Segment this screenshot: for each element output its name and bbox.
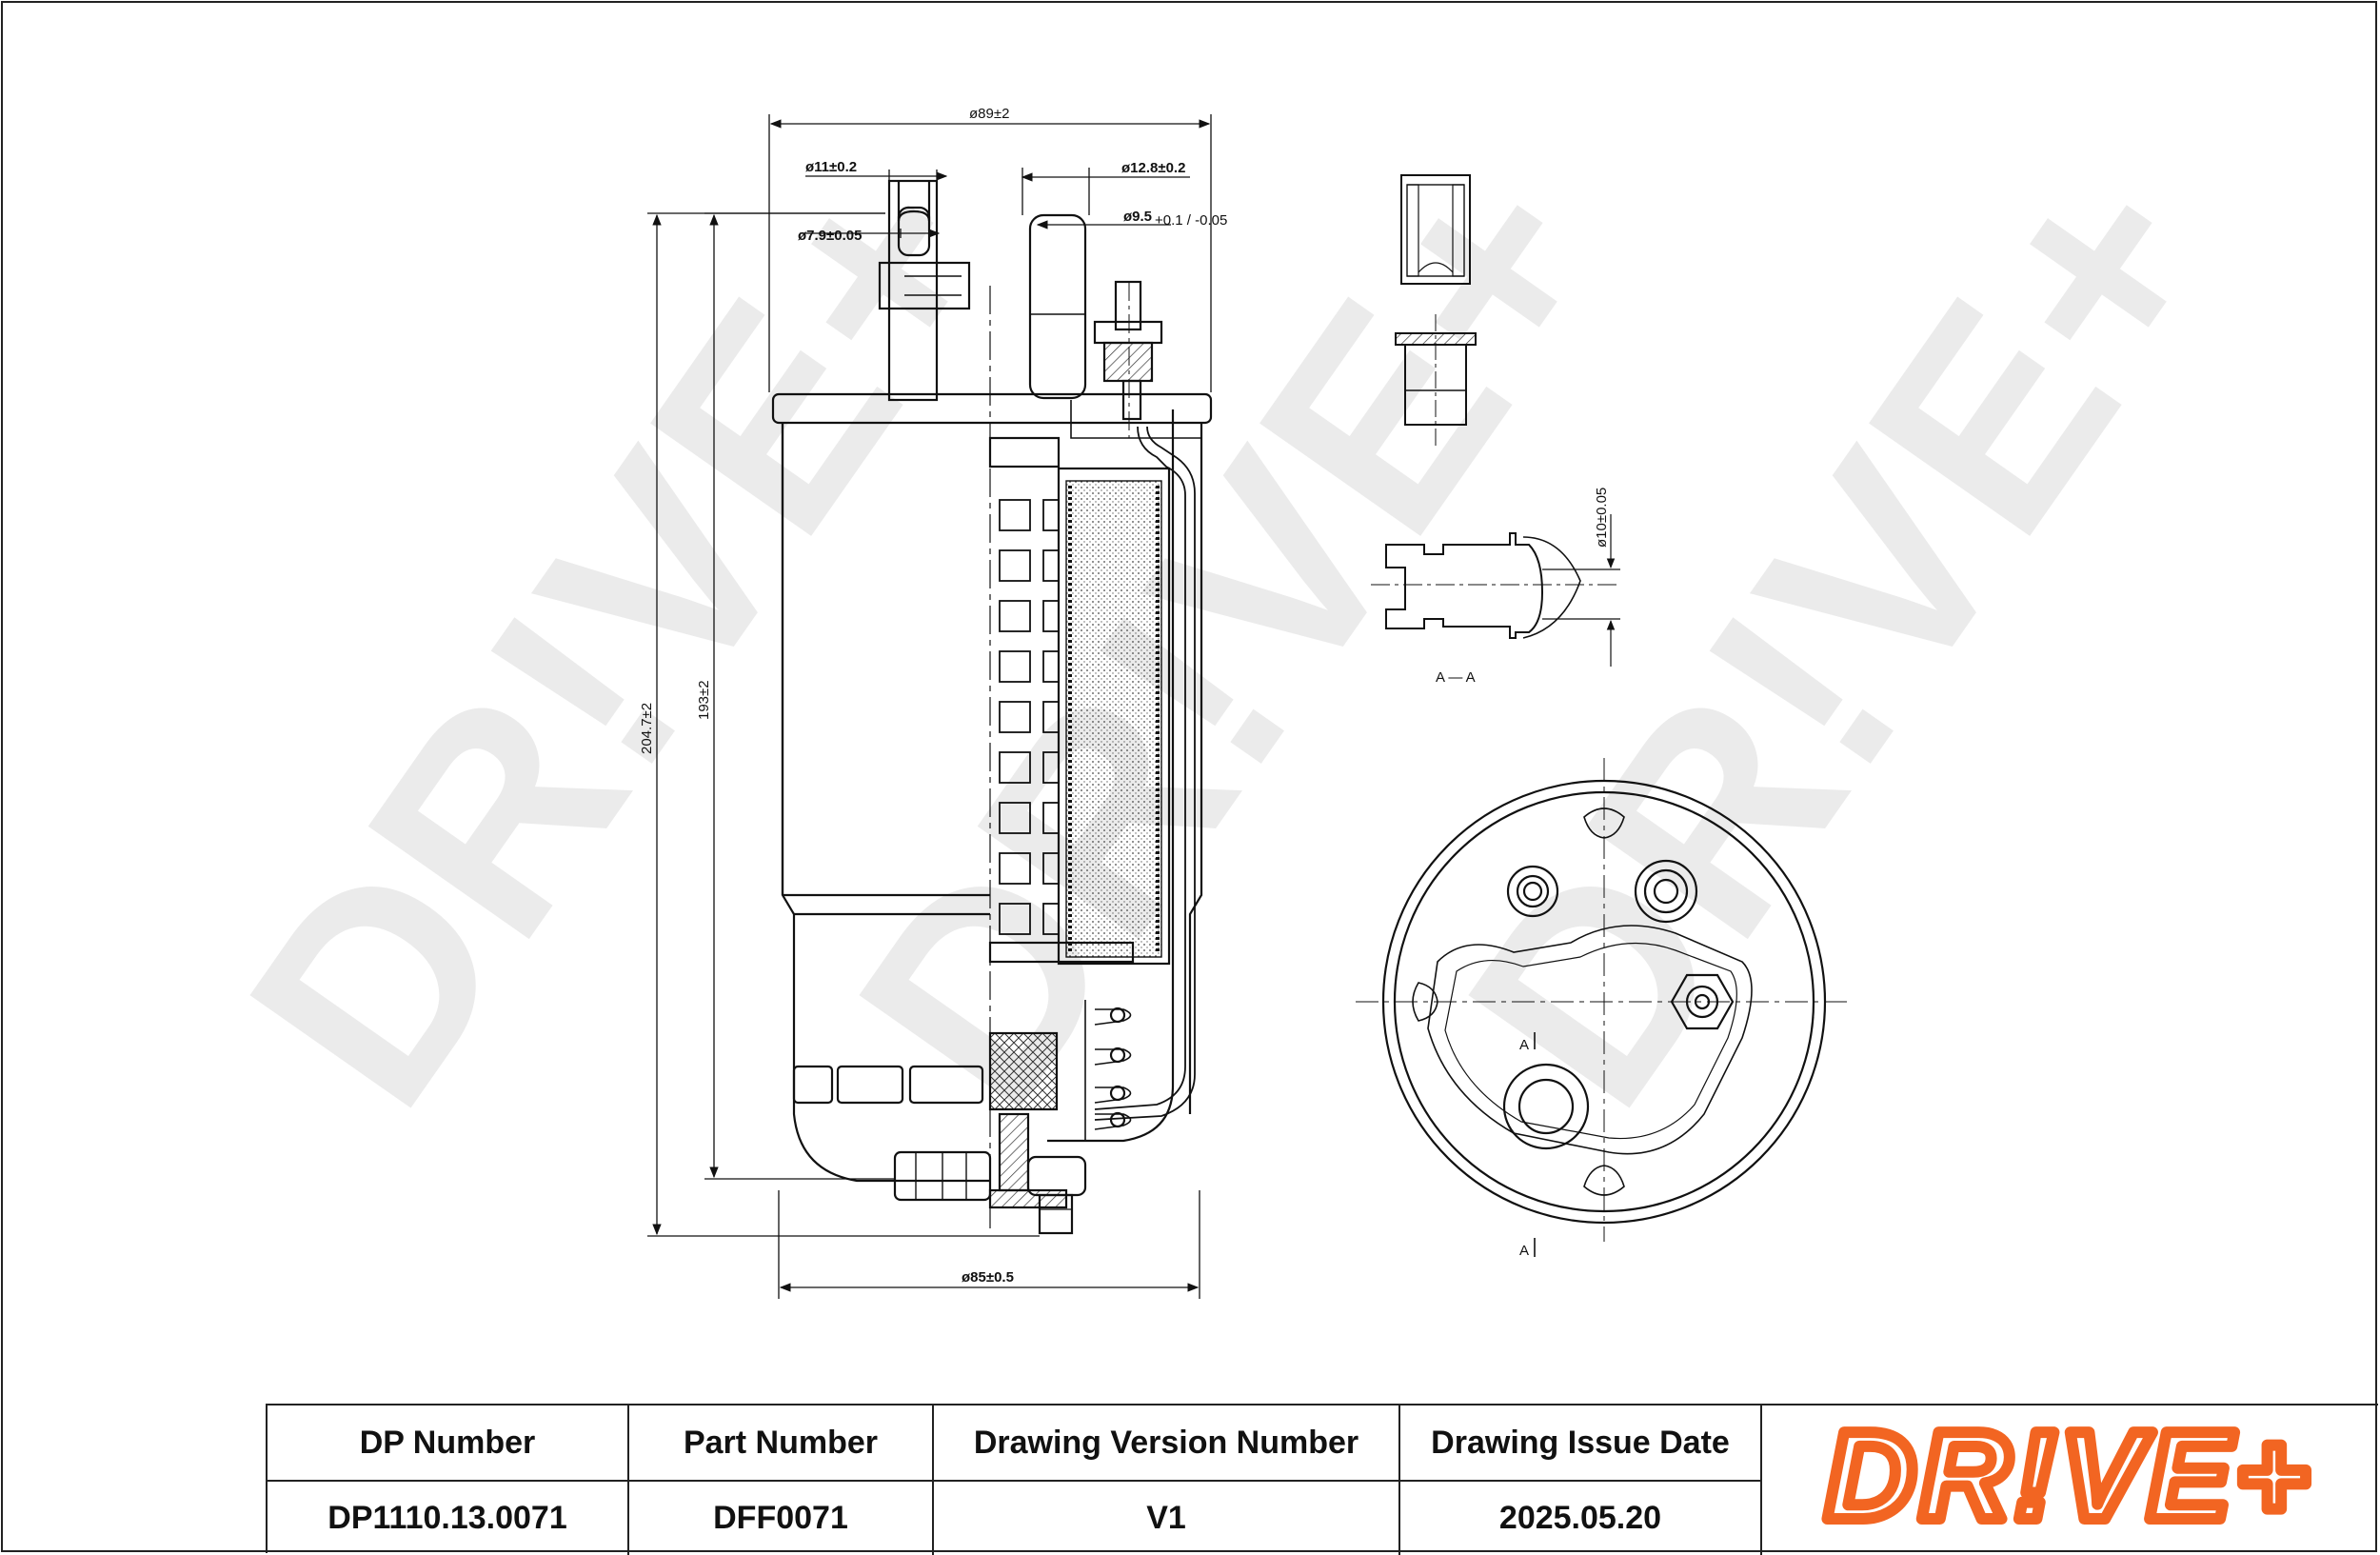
- dim-base-diameter: ø85±0.5: [962, 1269, 1014, 1286]
- logo-graphic: DR!VE+: [1819, 1412, 2314, 1545]
- dim-body-height: 193±2: [696, 680, 712, 720]
- dim-outlet-inner-tol: +0.1 / -0.05: [1155, 212, 1227, 229]
- part-number-header: Part Number: [629, 1405, 934, 1482]
- section-label: A — A: [1436, 669, 1476, 686]
- dim-outlet-outer: ø12.8±0.2: [1121, 160, 1185, 176]
- issue-date-header: Drawing Issue Date: [1400, 1405, 1762, 1482]
- section-marker-top: A: [1519, 1037, 1529, 1053]
- version-value: V1: [934, 1482, 1400, 1555]
- dim-inlet-inner: ø7.9±0.05: [798, 228, 862, 244]
- part-number-value: DFF0071: [629, 1482, 934, 1555]
- watermark: DR!VE+ DR!VE+ DR!VE+: [188, 110, 2273, 1159]
- filter-bottom-view: [1356, 758, 1851, 1257]
- version-header: Drawing Version Number: [934, 1405, 1400, 1482]
- dim-total-height: 204.7±2: [639, 703, 655, 754]
- dim-inlet-outer: ø11±0.2: [805, 159, 857, 175]
- dim-outer-diameter: ø89±2: [969, 106, 1009, 122]
- brand-logo: DR!VE+: [1759, 1404, 2378, 1553]
- dp-number-header: DP Number: [268, 1405, 629, 1482]
- section-a-a-view: [1371, 514, 1620, 667]
- title-block: DP Number Part Number Drawing Version Nu…: [266, 1404, 2378, 1555]
- dimension-lines: [647, 114, 1212, 1299]
- issue-date-value: 2025.05.20: [1400, 1482, 1762, 1555]
- section-marker-bottom: A: [1519, 1243, 1529, 1259]
- dp-number-value: DP1110.13.0071: [268, 1482, 629, 1555]
- dim-connector-diameter: ø10±0.05: [1594, 488, 1610, 548]
- logo-text: DR!VE+: [1825, 1412, 2312, 1545]
- dim-outlet-inner: ø9.5: [1123, 209, 1152, 225]
- connector-detail: [1395, 174, 1477, 448]
- dimension-labels: ø89±2 ø11±0.2 ø7.9±0.05 ø12.8±0.2 ø9.5 +…: [639, 106, 1227, 1286]
